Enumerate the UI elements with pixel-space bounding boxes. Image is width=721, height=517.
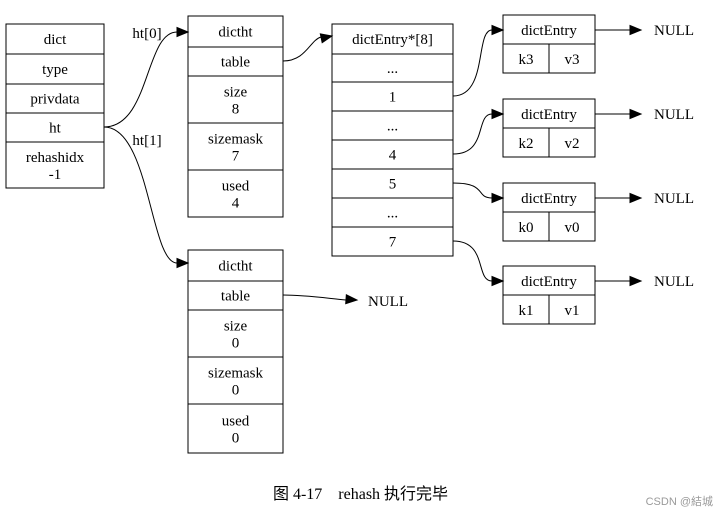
table-cell-0-label: dictEntry*[8] xyxy=(352,32,433,48)
dictentry-key: k1 xyxy=(519,303,534,319)
ht0-field-0-label: dictht xyxy=(218,25,253,41)
table-cell-1: ... xyxy=(331,53,454,83)
dictentry-value: v1 xyxy=(565,303,580,319)
table-cell-5-label: 5 xyxy=(389,177,397,193)
dict-field-3: ht xyxy=(5,112,105,143)
dict-field-1: type xyxy=(5,53,105,85)
arrow-ht0 xyxy=(103,26,190,128)
ht1-field-3-value: 0 xyxy=(232,383,240,399)
dictentry-node-1: dictEntry k2 v2 xyxy=(502,98,596,158)
dict-field-2: privdata xyxy=(5,83,105,114)
null-label-ht1: NULL xyxy=(368,294,408,310)
dict-field-0-label: dict xyxy=(44,32,67,48)
dictentry-table: dictEntry*[8]... 1... 4 5... 7 xyxy=(331,23,454,257)
ht0-edge-label: ht[0] xyxy=(132,26,161,42)
arrow-slot7 xyxy=(452,240,505,287)
ht0-field-2-label: size xyxy=(224,85,248,101)
dict-field-2-label: privdata xyxy=(30,92,79,108)
arrow-entry-null-1 xyxy=(595,108,643,120)
ht0-field-1: table xyxy=(187,46,284,77)
ht1-field-0-label: dictht xyxy=(218,259,253,275)
arrow-entry-null-3 xyxy=(595,275,643,287)
table-cell-4-label: 4 xyxy=(389,148,397,164)
table-cell-3: ... xyxy=(331,110,454,141)
dict-struct: dict type privdata ht rehashidx-1 xyxy=(5,23,105,189)
ht1-field-0: dictht xyxy=(187,249,284,282)
ht1-field-1-label: table xyxy=(221,289,250,305)
dictentry-key: k0 xyxy=(519,220,534,236)
table-cell-7-label: 7 xyxy=(389,235,397,251)
dictentry-key: k2 xyxy=(519,136,534,152)
arrow-slot4 xyxy=(452,108,505,155)
ht0-field-4-value: 4 xyxy=(232,196,240,212)
dict-field-4: rehashidx-1 xyxy=(5,141,105,189)
table-cell-0: dictEntry*[8] xyxy=(331,23,454,55)
dictentry-title: dictEntry xyxy=(521,23,577,39)
dict-field-3-label: ht xyxy=(49,121,62,137)
edge-labels: ht[0] ht[1] NULL NULL NULL NULL NULL xyxy=(132,23,694,310)
dictentry-node-2: dictEntry k0 v0 xyxy=(502,182,596,242)
arrow-table-to-array xyxy=(282,33,334,62)
dictentry-key: k3 xyxy=(519,52,534,68)
pointer-edges xyxy=(103,24,643,305)
table-cell-4: 4 xyxy=(331,139,454,170)
dictentry-node-3: dictEntry k1 v1 xyxy=(502,265,596,325)
ht1-field-1: table xyxy=(187,280,284,311)
table-cell-5: 5 xyxy=(331,168,454,199)
dict-field-0: dict xyxy=(5,23,105,55)
ht1-field-2-value: 0 xyxy=(232,336,240,352)
dict-field-4-label: rehashidx xyxy=(26,150,85,166)
dictentry-node-0: dictEntry k3 v3 xyxy=(502,14,596,74)
null-label-entry: NULL xyxy=(654,23,694,39)
arrow-entry-null-2 xyxy=(595,192,643,204)
dictentry-value: v2 xyxy=(565,136,580,152)
null-label-entry: NULL xyxy=(654,274,694,290)
null-label-entry: NULL xyxy=(654,191,694,207)
arrow-ht1 xyxy=(103,126,190,269)
figure-caption: 图 4-17 rehash 执行完毕 xyxy=(272,486,449,503)
ht0-field-4-label: used xyxy=(222,179,250,195)
table-cell-3-label: ... xyxy=(387,119,398,135)
dictentry-title: dictEntry xyxy=(521,274,577,290)
table-cell-7: 7 xyxy=(331,226,454,257)
ht0-field-1-label: table xyxy=(221,55,250,71)
table-cell-6: ... xyxy=(331,197,454,228)
ht1-edge-label: ht[1] xyxy=(132,133,161,149)
dictentry-title: dictEntry xyxy=(521,191,577,207)
dictentry-value: v3 xyxy=(565,52,580,68)
ht0-field-3-value: 7 xyxy=(232,149,240,165)
table-cell-2: 1 xyxy=(331,81,454,112)
null-label-entry: NULL xyxy=(654,107,694,123)
ht1-field-4-value: 0 xyxy=(232,431,240,447)
ht1-field-4-label: used xyxy=(222,414,250,430)
dictentry-title: dictEntry xyxy=(521,107,577,123)
dict-field-1-label: type xyxy=(42,62,68,78)
ht0-field-0: dictht xyxy=(187,15,284,48)
dict-field-4-value: -1 xyxy=(49,167,62,183)
arrow-slot5 xyxy=(452,182,505,204)
arrow-ht1-table-null xyxy=(282,293,359,305)
ht1-field-2-label: size xyxy=(224,319,248,335)
table-cell-1-label: ... xyxy=(387,61,398,77)
dictentry-value: v0 xyxy=(565,220,580,236)
ht0-field-2-value: 8 xyxy=(232,102,240,118)
ht1-field-3-label: sizemask xyxy=(208,366,263,382)
table-cell-6-label: ... xyxy=(387,206,398,222)
ht0-field-3-label: sizemask xyxy=(208,132,263,148)
arrow-slot1 xyxy=(452,24,505,97)
table-cell-2-label: 1 xyxy=(389,90,397,106)
arrow-entry-null-0 xyxy=(595,24,643,36)
watermark: CSDN @結城 xyxy=(645,496,713,508)
